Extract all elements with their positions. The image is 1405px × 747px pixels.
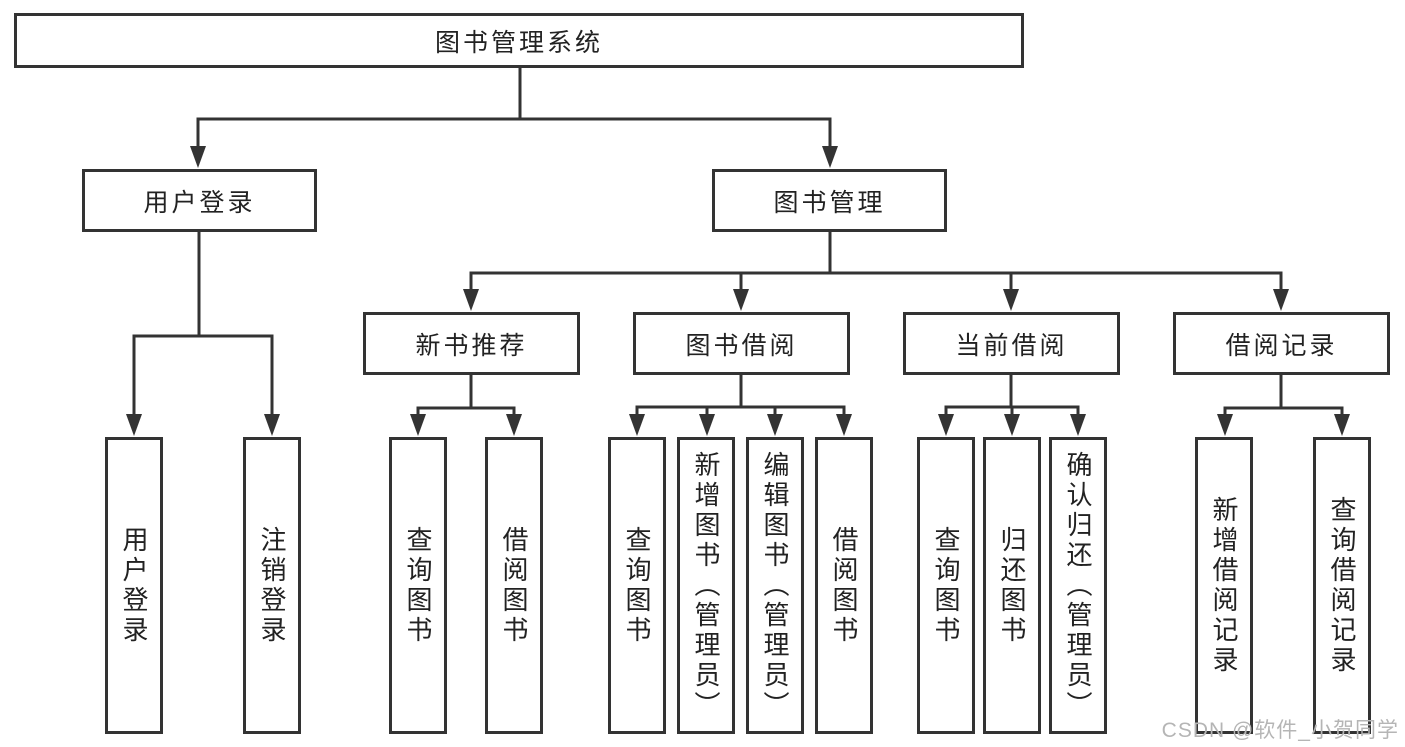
arrow-down-icon bbox=[463, 289, 479, 311]
arrow-down-icon bbox=[836, 414, 852, 436]
arrow-down-icon bbox=[1273, 289, 1289, 311]
arrow-down-icon bbox=[190, 146, 206, 168]
arrow-down-icon bbox=[822, 146, 838, 168]
arrow-down-icon bbox=[629, 414, 645, 436]
arrow-down-icon bbox=[410, 414, 426, 436]
connector-new-book-branch bbox=[416, 372, 516, 420]
node-user-login: 用户登录 bbox=[82, 169, 317, 232]
arrow-down-icon bbox=[733, 289, 749, 311]
connector-user-login-branch bbox=[132, 229, 274, 420]
arrow-down-icon bbox=[1217, 414, 1233, 436]
leaf-return-book: 归还图书 bbox=[983, 437, 1041, 734]
leaf-add-book-admin: 新增图书（管理员） bbox=[677, 437, 735, 734]
arrow-down-icon bbox=[506, 414, 522, 436]
leaf-confirm-return-admin: 确认归还（管理员） bbox=[1049, 437, 1107, 734]
arrow-down-icon bbox=[699, 414, 715, 436]
watermark: CSDN @软件_小贺同学 bbox=[1161, 719, 1399, 742]
leaf-user-login: 用户登录 bbox=[105, 437, 163, 734]
arrow-down-icon bbox=[938, 414, 954, 436]
node-current-borrowing: 当前借阅 bbox=[903, 312, 1120, 375]
arrow-down-icon bbox=[1070, 414, 1086, 436]
leaf-logout: 注销登录 bbox=[243, 437, 301, 734]
connector-borrowing-records-branch bbox=[1223, 372, 1344, 420]
leaf-query-borrow-record: 查询借阅记录 bbox=[1313, 437, 1371, 734]
leaf-add-borrow-record: 新增借阅记录 bbox=[1195, 437, 1253, 734]
arrow-down-icon bbox=[767, 414, 783, 436]
arrow-down-icon bbox=[264, 414, 280, 436]
node-borrowing-records: 借阅记录 bbox=[1173, 312, 1390, 375]
leaf-edit-book-admin: 编辑图书（管理员） bbox=[746, 437, 804, 734]
leaf-query-books-recommend: 查询图书 bbox=[389, 437, 447, 734]
node-new-book-recommendation: 新书推荐 bbox=[363, 312, 580, 375]
node-book-management: 图书管理 bbox=[712, 169, 947, 232]
connector-current-borrowing-branch bbox=[944, 372, 1080, 420]
leaf-borrow-books-borrowing: 借阅图书 bbox=[815, 437, 873, 734]
leaf-borrow-books-recommend: 借阅图书 bbox=[485, 437, 543, 734]
arrow-down-icon bbox=[1004, 414, 1020, 436]
arrow-down-icon bbox=[1334, 414, 1350, 436]
connector-book-borrowing-branch bbox=[635, 372, 846, 420]
arrow-down-icon bbox=[126, 414, 142, 436]
connector-book-management-branch bbox=[469, 229, 1283, 295]
node-book-borrowing: 图书借阅 bbox=[633, 312, 850, 375]
leaf-query-books-current: 查询图书 bbox=[917, 437, 975, 734]
leaf-query-books-borrowing: 查询图书 bbox=[608, 437, 666, 734]
arrow-down-icon bbox=[1003, 289, 1019, 311]
connector-root-to-level2 bbox=[196, 65, 832, 152]
node-book-management-system: 图书管理系统 bbox=[14, 13, 1024, 68]
